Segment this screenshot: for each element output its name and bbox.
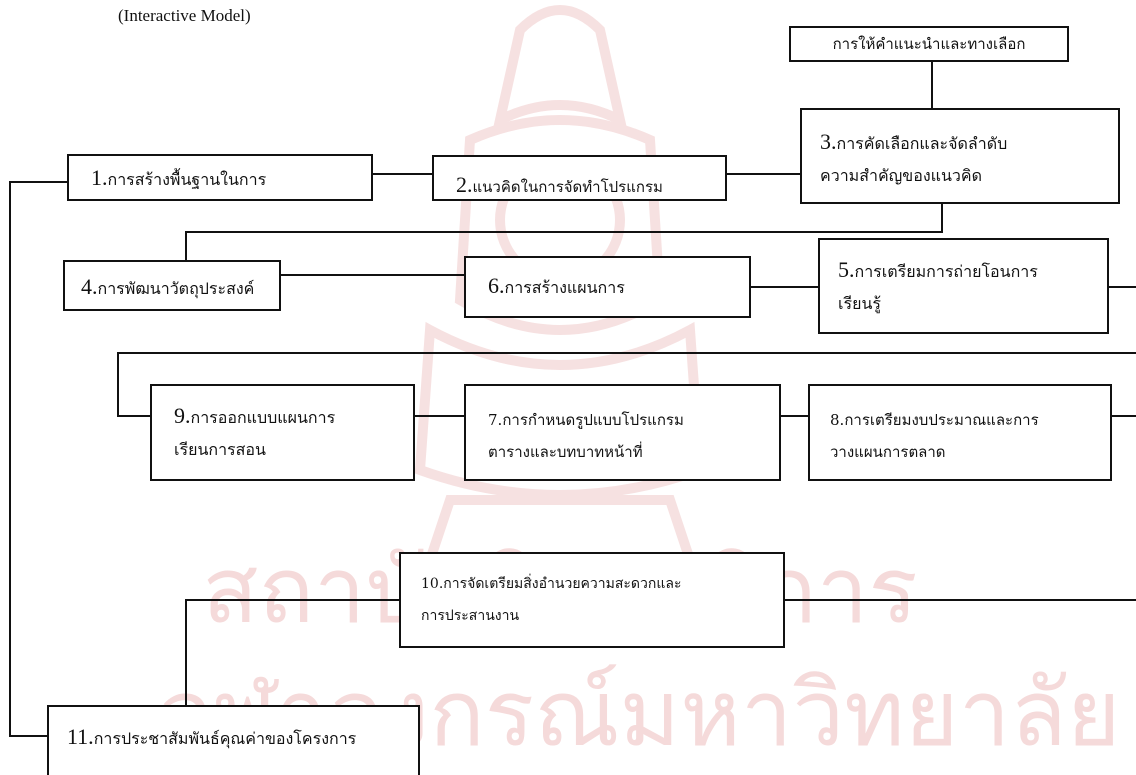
step-label-4: การพัฒนาวัตถุประสงค์ <box>97 279 255 298</box>
step-box-3: 3.การคัดเลือกและจัดลำดับ ความสำคัญของแนว… <box>800 108 1120 204</box>
step-label-3-line1: การคัดเลือกและจัดลำดับ <box>836 134 1008 153</box>
step-box-11: 11.การประชาสัมพันธ์คุณค่าของโครงการ <box>47 705 420 775</box>
step-label-7-line2: ตารางและบทบาทหน้าที่ <box>488 443 643 461</box>
figure-caption: (Interactive Model) <box>118 6 251 25</box>
step-box-8: 8.การเตรียมงบประมาณและการ วางแผนการตลาด <box>808 384 1112 481</box>
step-number-7: 7. <box>488 411 503 429</box>
step-number-5: 5. <box>838 257 855 282</box>
step-label-9-line2: เรียนการสอน <box>174 440 266 459</box>
step-label-7-line1: การกำหนดรูปแบบโปรแกรม <box>502 411 684 429</box>
step-label-5-line2: เรียนรู้ <box>838 294 881 313</box>
step-label-9-line1: การออกแบบแผนการ <box>190 408 336 427</box>
guidance-note-text: การให้คำแนะนำและทางเลือก <box>832 35 1026 53</box>
step-box-6: 6.การสร้างแผนการ <box>464 256 751 318</box>
step-label-8-line2: วางแผนการตลาด <box>830 443 946 461</box>
step-label-10-line2: การประสานงาน <box>421 608 520 624</box>
step-number-4: 4. <box>81 274 98 299</box>
step-label-6: การสร้างแผนการ <box>504 278 625 297</box>
step-box-4: 4.การพัฒนาวัตถุประสงค์ <box>63 260 281 311</box>
connector-1-to-11 <box>9 181 67 737</box>
connector-row3-top <box>117 352 1136 417</box>
connector-3-to-4 <box>185 204 943 260</box>
step-label-8-line1: การเตรียมงบประมาณและการ <box>844 411 1039 429</box>
step-label-1: การสร้างพื้นฐานในการ <box>107 170 267 189</box>
step-box-2: 2.แนวคิดในการจัดทำโปรแกรม <box>432 155 727 201</box>
step-box-5: 5.การเตรียมการถ่ายโอนการ เรียนรู้ <box>818 238 1109 334</box>
step-label-10-line1: การจัดเตรียมสิ่งอำนวยความสะดวกและ <box>443 576 682 592</box>
step-label-2: แนวคิดในการจัดทำโปรแกรม <box>472 178 663 196</box>
step-number-2: 2. <box>456 172 473 197</box>
step-number-6: 6. <box>488 273 505 298</box>
step-number-3: 3. <box>820 129 837 154</box>
step-number-1: 1. <box>91 165 108 190</box>
step-label-3-line2: ความสำคัญของแนวคิด <box>820 166 982 185</box>
step-label-11: การประชาสัมพันธ์คุณค่าของโครงการ <box>93 729 357 748</box>
connector-10-left <box>185 599 399 705</box>
step-box-10: 10.การจัดเตรียมสิ่งอำนวยความสะดวกและ การ… <box>399 552 785 648</box>
step-box-7: 7.การกำหนดรูปแบบโปรแกรม ตารางและบทบาทหน้… <box>464 384 781 481</box>
step-number-10: 10. <box>421 576 444 592</box>
step-label-5-line1: การเตรียมการถ่ายโอนการ <box>854 262 1038 281</box>
step-number-9: 9. <box>174 403 191 428</box>
guidance-note-box: การให้คำแนะนำและทางเลือก <box>789 26 1069 62</box>
step-number-8: 8. <box>830 411 845 429</box>
step-box-1: 1.การสร้างพื้นฐานในการ <box>67 154 373 201</box>
step-box-9: 9.การออกแบบแผนการ เรียนการสอน <box>150 384 415 481</box>
step-number-11: 11. <box>67 724 94 749</box>
